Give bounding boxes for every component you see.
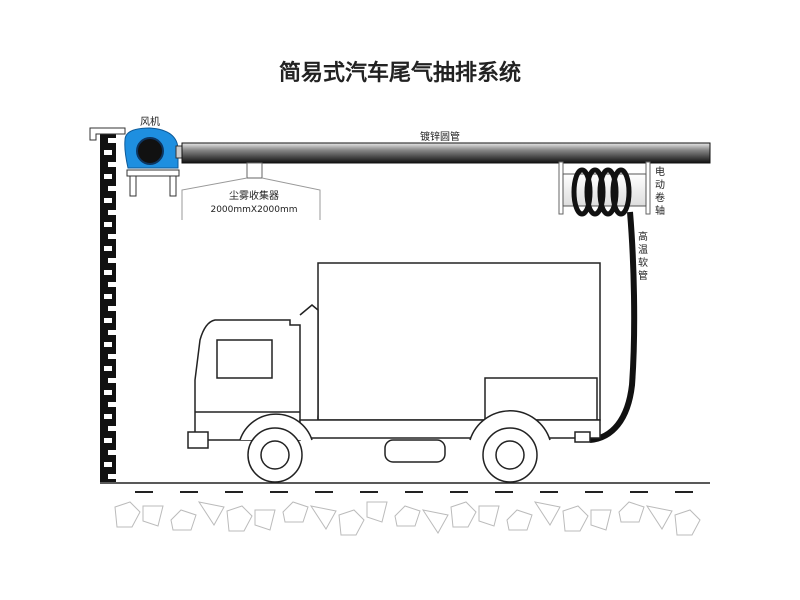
label-char: 软 <box>638 256 648 269</box>
galvanized-pipe <box>181 142 711 164</box>
wall-brick <box>108 138 116 143</box>
stone <box>478 505 500 527</box>
label-char: 温 <box>638 244 648 256</box>
stone <box>394 505 421 527</box>
stone <box>254 509 276 531</box>
stone <box>562 505 589 532</box>
wall-brick <box>104 390 112 395</box>
label-char: 轴 <box>655 204 665 217</box>
electric-reel <box>558 161 651 217</box>
label-char: 动 <box>655 179 665 191</box>
label-char: 电 <box>655 165 665 178</box>
diagram-title: 简易式汽车尾气抽排系统 <box>279 60 521 86</box>
wall-brick <box>104 318 112 323</box>
wall-brick <box>108 426 116 431</box>
stone <box>533 501 561 526</box>
wall-brick <box>108 282 116 287</box>
stone <box>590 509 612 531</box>
wall <box>100 130 116 482</box>
label-char: 高 <box>638 230 648 243</box>
wall-brick <box>108 186 116 191</box>
stone <box>674 509 701 536</box>
stone <box>645 505 673 530</box>
wall-brick <box>108 234 116 239</box>
fan <box>89 127 183 197</box>
wall-brick <box>108 474 116 479</box>
stone <box>282 501 309 523</box>
wall-brick <box>104 174 112 179</box>
stone <box>309 505 337 530</box>
wall-brick <box>104 414 112 419</box>
stone <box>170 509 197 531</box>
stone <box>114 501 141 528</box>
wall-brick <box>108 162 116 167</box>
pipe-label: 镀锌圆管 <box>420 130 460 143</box>
wall-brick <box>104 366 112 371</box>
wall-brick <box>108 450 116 455</box>
wall-brick <box>104 294 112 299</box>
wall-brick <box>108 402 116 407</box>
wall-brick <box>104 150 112 155</box>
dust-collector <box>181 162 321 220</box>
wall-brick <box>104 270 112 275</box>
fan-label: 风机 <box>140 115 160 128</box>
wall-brick <box>104 222 112 227</box>
wall-brick <box>104 198 112 203</box>
stone <box>142 505 164 527</box>
gravel <box>114 501 701 536</box>
label-char: 管 <box>638 269 648 282</box>
stone <box>197 501 225 526</box>
truck <box>187 262 601 483</box>
stone <box>226 505 253 532</box>
wall-brick <box>108 330 116 335</box>
label-char: 卷 <box>655 191 665 204</box>
stone <box>421 509 449 534</box>
wall-brick <box>108 210 116 215</box>
stone <box>338 509 365 536</box>
wall-brick <box>108 378 116 383</box>
high-temp-hose <box>589 211 638 443</box>
wall-brick <box>104 462 112 467</box>
stone <box>450 501 477 528</box>
wall-brick <box>108 306 116 311</box>
stone <box>506 509 533 531</box>
collector-name: 尘雾收集器 <box>229 189 279 202</box>
wall-brick <box>104 246 112 251</box>
wall-brick <box>108 258 116 263</box>
wall-brick <box>108 354 116 359</box>
wall-brick <box>104 342 112 347</box>
stone <box>366 501 388 523</box>
wall-brick <box>104 438 112 443</box>
stone <box>618 501 645 523</box>
collector-size: 2000mmX2000mm <box>210 205 297 215</box>
